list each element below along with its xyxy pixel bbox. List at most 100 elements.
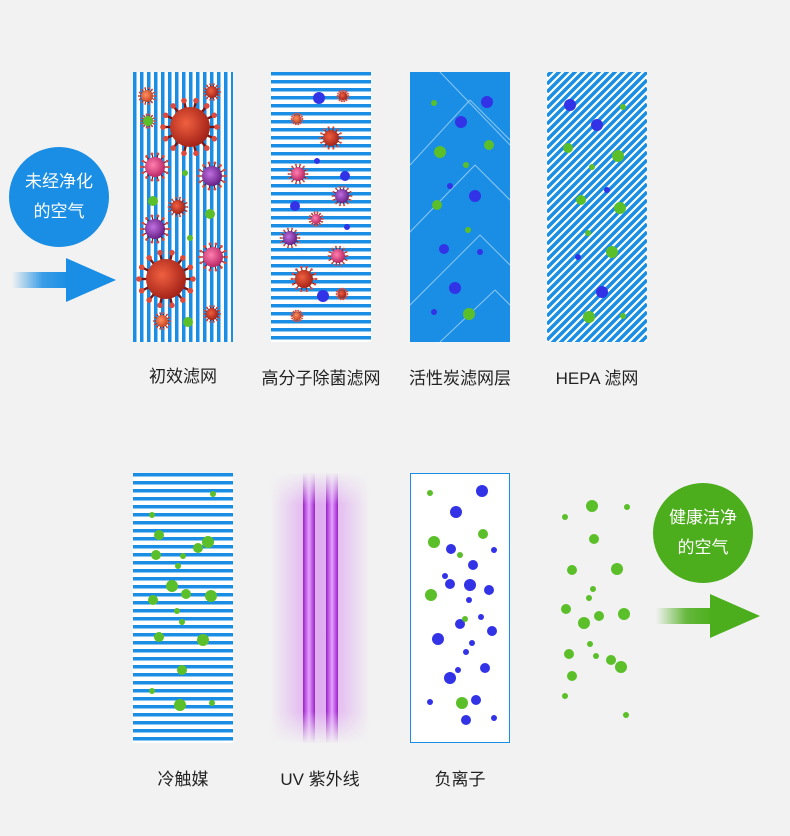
virus [335, 287, 349, 301]
carbon-line [469, 99, 510, 141]
ion-dot [487, 626, 497, 636]
virus [287, 163, 309, 185]
virus [197, 161, 227, 191]
particle-dot [166, 580, 178, 592]
clean-air-dot [567, 565, 577, 575]
virus [327, 245, 349, 267]
particle-dot [620, 104, 626, 110]
particle-dot [154, 632, 164, 642]
clean-air-dot [586, 595, 592, 601]
filter-stripe [271, 208, 371, 212]
ion-dot [468, 560, 478, 570]
hepa-filter-panel [547, 0, 647, 548]
filter-stripe [133, 617, 233, 621]
virus [202, 83, 222, 101]
input-air-bubble: 未经净化 的空气 [9, 147, 109, 247]
particle-dot [183, 317, 193, 327]
particle-dot [465, 227, 471, 233]
particle-dot [182, 170, 188, 176]
filter-stripe [196, 72, 200, 342]
particle-dot [469, 190, 481, 202]
filter-stripe [547, 0, 647, 68]
ion-dot [466, 597, 472, 603]
uv-tube [303, 473, 315, 743]
filter-stripe [161, 72, 165, 342]
clean-air-dot [564, 649, 574, 659]
virus [279, 227, 301, 249]
filter-stripe [547, 102, 647, 206]
filter-stripe [133, 481, 233, 485]
filter-stripe [133, 713, 233, 717]
filter-stripe [231, 72, 233, 342]
particle-dot [181, 589, 191, 599]
ion-dot [471, 695, 481, 705]
virus [336, 89, 350, 103]
particle-dot [620, 313, 626, 319]
particle-dot [455, 116, 467, 128]
particle-dot [431, 100, 437, 106]
filter-stripe [133, 569, 233, 573]
particle-dot [149, 512, 155, 518]
particle-dot [205, 209, 215, 219]
filter-stripe [133, 473, 233, 477]
filter-stripe [547, 72, 570, 94]
filter-stripe [558, 254, 647, 342]
ion-dot [478, 529, 488, 539]
particle-dot [481, 96, 493, 108]
filter-stripe [133, 689, 233, 693]
ion-dot [491, 547, 497, 553]
filter-stripe [271, 240, 371, 244]
particle-dot [563, 143, 573, 153]
filter-stripe [271, 200, 371, 204]
particle-dot [209, 700, 215, 706]
particle-dot [449, 282, 461, 294]
filter-stripe [547, 408, 647, 508]
carbon-filter-panel [410, 72, 510, 342]
filter-stripe [547, 376, 647, 476]
filter-stripe [547, 0, 647, 52]
filter-stripe [271, 112, 371, 116]
filter-stripe [271, 72, 371, 76]
clean-air-dot [567, 671, 577, 681]
filter-stripe [133, 489, 233, 493]
particle-dot [143, 116, 153, 126]
filter-stripe [547, 72, 634, 158]
filter-stripe [133, 649, 233, 653]
filter-stripe [547, 174, 647, 278]
particle-dot [151, 550, 161, 560]
particle-dot [148, 595, 158, 605]
ion-dot [456, 697, 468, 709]
ion-dot [432, 633, 444, 645]
ion-dot [463, 649, 469, 655]
filter-stripe [547, 448, 647, 548]
ion-dot [445, 579, 455, 589]
filter-stripe [271, 120, 371, 124]
filter-stripe [547, 72, 626, 150]
filter-stripe [547, 94, 647, 198]
filter-stripe [547, 118, 647, 222]
filter-stripe [271, 256, 371, 260]
particle-dot [606, 246, 618, 258]
filter-stripe [566, 262, 647, 342]
particle-dot [154, 530, 164, 540]
virus [290, 112, 304, 126]
virus [152, 312, 172, 330]
filter-stripe [547, 72, 586, 110]
ion-dot [464, 579, 476, 591]
filter-stripe [271, 176, 371, 180]
filter-stripe [133, 513, 233, 517]
filter-stripe [133, 601, 233, 605]
filter-stripe [547, 440, 647, 540]
particle-dot [210, 491, 216, 497]
filter-stripe [271, 312, 371, 316]
filter-stripe [547, 182, 647, 286]
clean-air-dot [578, 617, 590, 629]
stage-label-uv: UV 紫外线 [280, 770, 360, 789]
clean-air-dot [606, 655, 616, 665]
virus [137, 87, 157, 105]
filter-stripe [271, 232, 371, 236]
particle-dot [180, 553, 186, 559]
virus [198, 242, 228, 272]
filter-stripe [550, 246, 647, 342]
